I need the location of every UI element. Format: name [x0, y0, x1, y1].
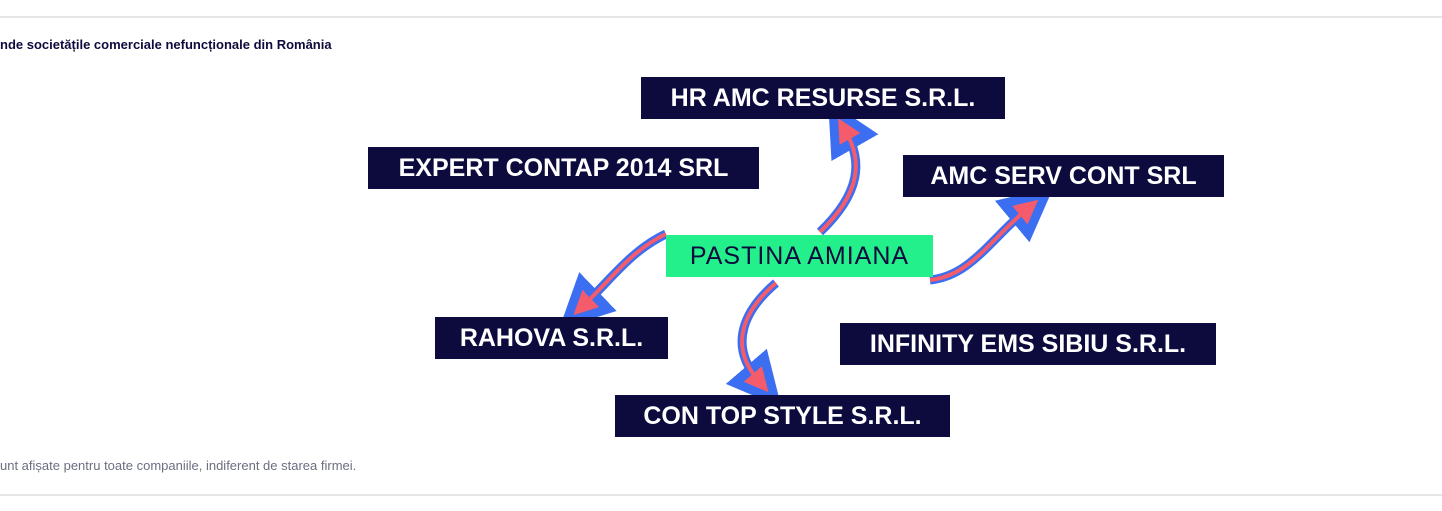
arrow-to-rahova: [559, 229, 668, 329]
company-rahova[interactable]: RAHOVA S.R.L.: [435, 317, 668, 359]
arrow-to-amc-serv: [929, 186, 1054, 285]
bottom-divider: [0, 494, 1442, 496]
company-infinity-ems-sibiu[interactable]: INFINITY EMS SIBIU S.R.L.: [840, 323, 1216, 365]
company-con-top-style[interactable]: CON TOP STYLE S.R.L.: [615, 395, 950, 437]
footer-note: unt afișate pentru toate companiile, ind…: [0, 458, 357, 473]
section-title: nde societățile comerciale nefuncționale…: [0, 37, 332, 52]
company-expert-contap[interactable]: EXPERT CONTAP 2014 SRL: [368, 147, 759, 189]
arrow-to-con-top: [725, 279, 782, 408]
company-amc-serv-cont[interactable]: AMC SERV CONT SRL: [903, 155, 1224, 197]
center-person: PASTINA AMIANA: [666, 235, 933, 277]
top-divider: [0, 16, 1442, 18]
arrow-to-hr-amc: [816, 100, 879, 236]
company-hr-amc-resurse[interactable]: HR AMC RESURSE S.R.L.: [641, 77, 1005, 119]
